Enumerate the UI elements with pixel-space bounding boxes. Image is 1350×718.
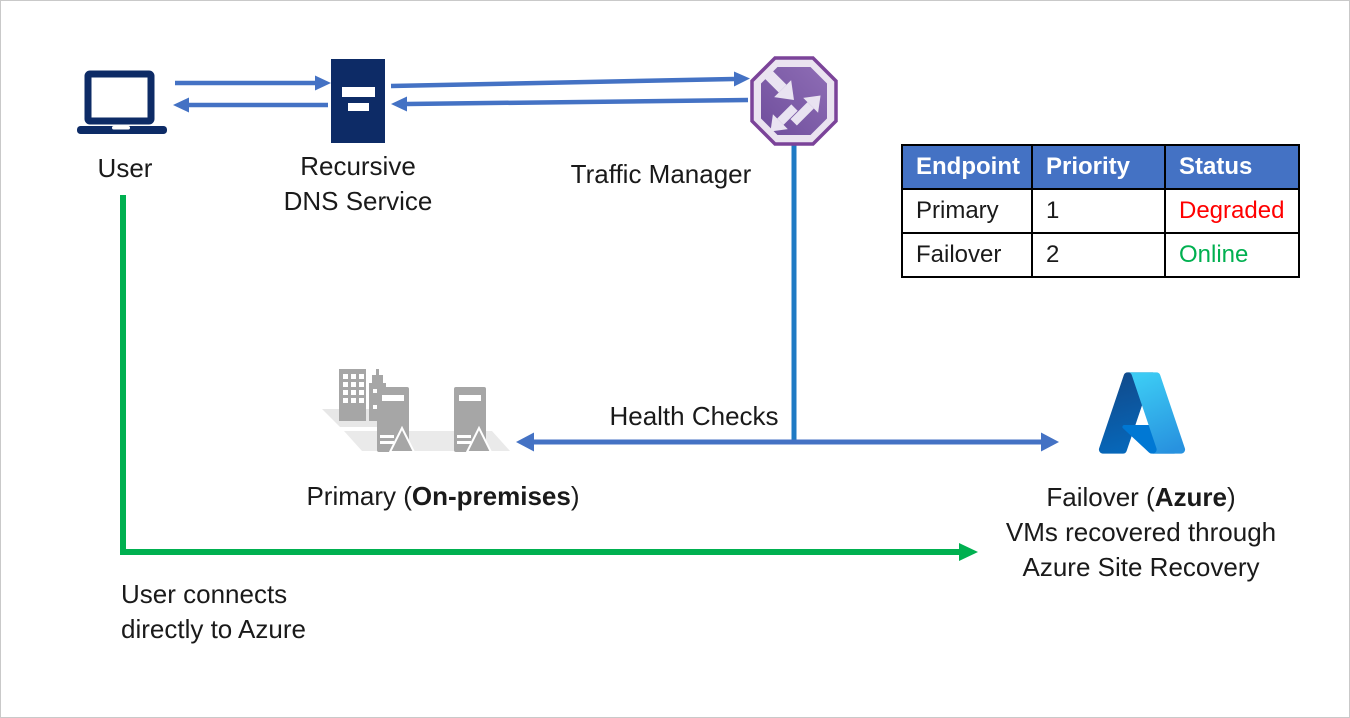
arrow-tm-to-dns-icon: [391, 96, 749, 112]
table-row: Failover 2 Online: [901, 232, 1300, 278]
azure-logo-icon: [1098, 372, 1186, 454]
table-header-row: Endpoint Priority Status: [901, 144, 1300, 190]
dns-server-icon: [331, 59, 385, 143]
header-priority: Priority: [1031, 144, 1166, 190]
user-label: User: [97, 153, 153, 183]
cell-endpoint: Primary: [901, 188, 1033, 234]
user-direct-label: User connects directly to Azure: [121, 579, 306, 644]
health-checks-arrow-icon: [516, 432, 1059, 452]
cell-priority: 2: [1031, 232, 1166, 278]
arrow-dns-to-user-icon: [173, 97, 328, 113]
traffic-manager-octagon-icon: [750, 56, 838, 146]
dns-label: Recursive DNS Service: [283, 151, 433, 216]
cell-status: Online: [1164, 232, 1300, 278]
traffic-manager-label: Traffic Manager: [570, 159, 752, 189]
cell-priority: 1: [1031, 188, 1166, 234]
header-endpoint: Endpoint: [901, 144, 1033, 190]
on-premises-label: Primary (On-premises): [306, 481, 580, 511]
datacenter-buildings-icon: [322, 369, 510, 453]
server-tower-icon: [377, 387, 416, 453]
cell-status: Degraded: [1164, 188, 1300, 234]
arrow-user-to-dns-icon: [175, 75, 331, 91]
arrow-dns-to-tm-icon: [390, 71, 750, 89]
health-checks-label: Health Checks: [609, 401, 779, 431]
table-row: Primary 1 Degraded: [901, 188, 1300, 234]
azure-failover-label: Failover (Azure) VMs recovered through A…: [1005, 482, 1277, 582]
server-tower-icon: [454, 387, 493, 453]
header-status: Status: [1164, 144, 1300, 190]
laptop-icon: [77, 70, 167, 134]
endpoint-status-table: Endpoint Priority Status Primary 1 Degra…: [901, 144, 1300, 278]
cell-endpoint: Failover: [901, 232, 1033, 278]
